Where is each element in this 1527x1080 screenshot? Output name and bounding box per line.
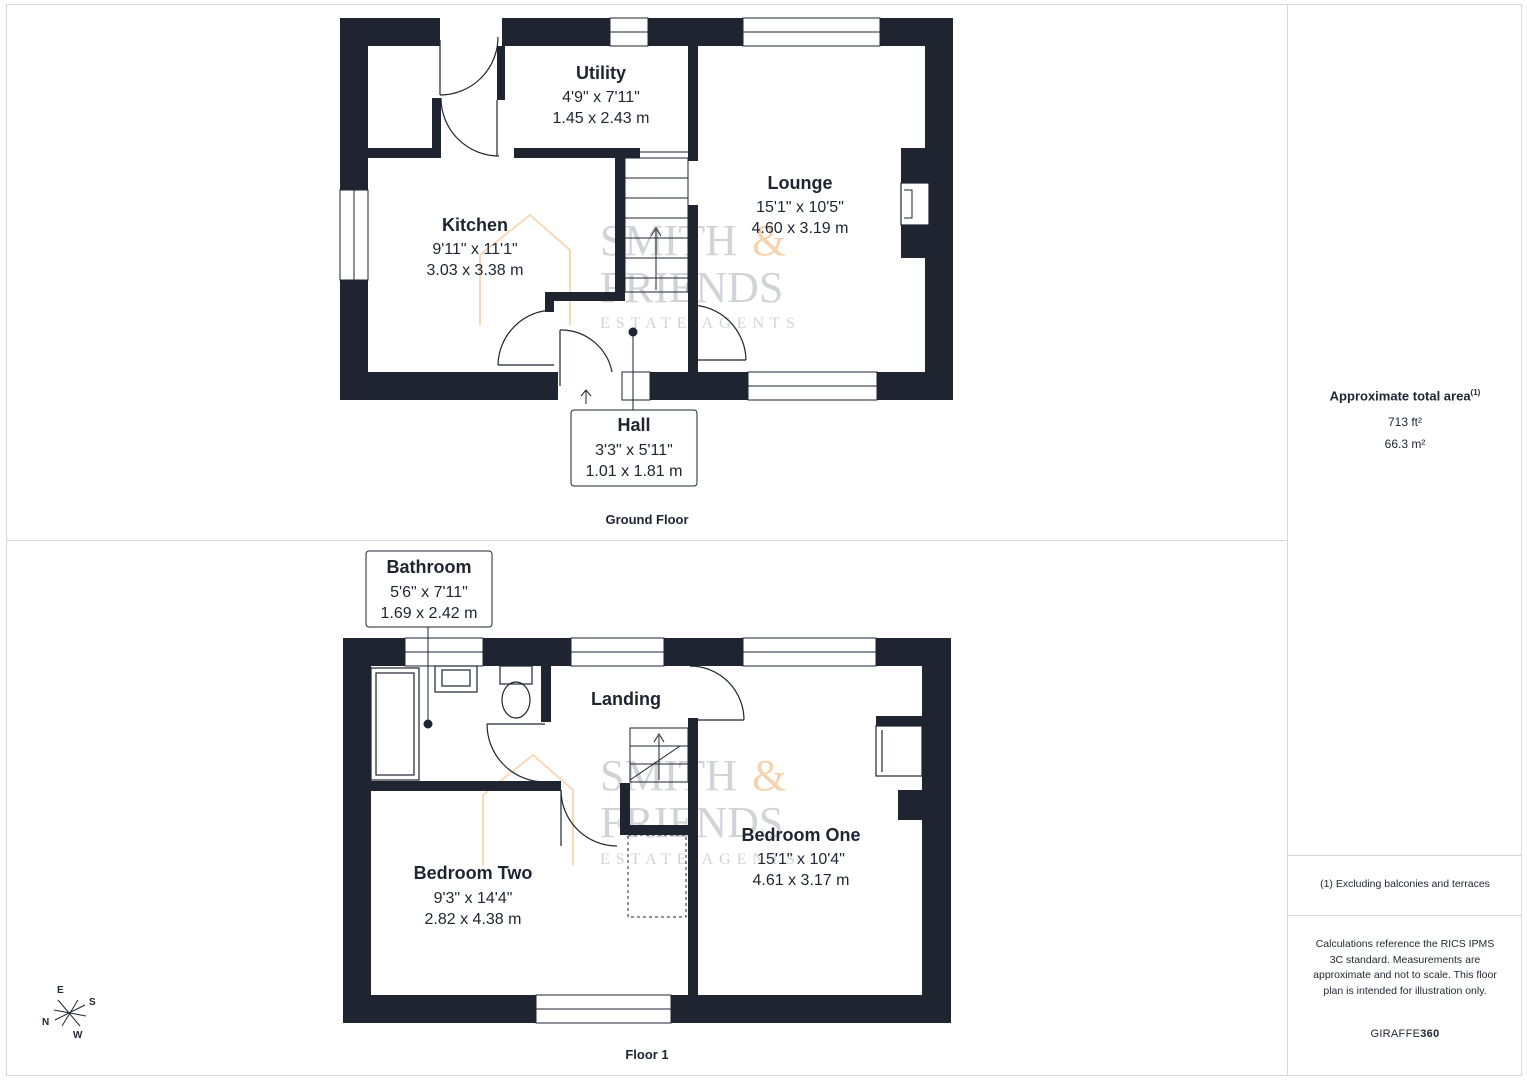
bathroom-metric: 1.69 x 2.42 m (381, 605, 478, 622)
first-doors (486, 665, 745, 847)
area-title: Approximate total area(1) (1290, 388, 1520, 403)
compass-icon: E S N W (42, 985, 96, 1041)
utility-name: Utility (576, 63, 626, 83)
sidebar-divider (1287, 4, 1288, 1076)
floor-divider (6, 540, 1287, 541)
hall-metric: 1.01 x 1.81 m (586, 463, 683, 480)
area-footnote-marker: (1) (1470, 388, 1481, 397)
ground-stairs (624, 157, 689, 293)
bathroom-name: Bathroom (387, 557, 472, 577)
compass-e: E (57, 985, 64, 996)
bathroom-fixtures (370, 665, 923, 781)
hall-label-box (570, 409, 698, 487)
ground-doors (439, 36, 747, 386)
bedroom-one-name: Bedroom One (741, 825, 860, 845)
brand-logo: GIRAFFE360 (1290, 1028, 1520, 1040)
area-ft: 713 ft² (1387, 415, 1423, 429)
hall-name: Hall (617, 415, 650, 435)
first-walls (343, 638, 951, 1023)
landing-name: Landing (591, 689, 661, 709)
area-m: 66.3 m² (1384, 437, 1426, 451)
brand-light: GIRAFFE (1370, 1028, 1421, 1040)
bedroom-two-imperial: 9'3" x 14'4" (434, 890, 513, 907)
lounge-imperial: 15'1" x 10'5" (756, 199, 844, 216)
hall-imperial: 3'3" x 5'11" (595, 442, 673, 459)
lounge-metric: 4.60 x 3.19 m (752, 220, 849, 237)
ground-walls (340, 18, 953, 400)
floor-plan-drawing: SMITH & FRIENDS ESTATE AGENTS (42, 17, 953, 1062)
kitchen-metric: 3.03 x 3.38 m (427, 262, 524, 279)
bedroom-one-imperial: 15'1" x 10'4" (757, 851, 845, 868)
area-title-text: Approximate total area (1329, 388, 1471, 404)
sidebar-rule-2 (1288, 915, 1522, 916)
watermark-amp-f1: & (752, 751, 786, 800)
bathroom-label-box (365, 550, 493, 628)
kitchen-name: Kitchen (442, 215, 508, 235)
first-floor-plan: SMITH & FRIENDS ESTATE AGENTS (343, 550, 951, 1062)
sidebar-rule-1 (1288, 855, 1522, 856)
utility-imperial: 4'9" x 7'11" (562, 89, 640, 106)
compass-w: W (73, 1030, 83, 1041)
footnote: (1) Excluding balconies and terraces (1320, 878, 1490, 890)
first-floor-label: Floor 1 (625, 1047, 668, 1062)
watermark-first: SMITH & FRIENDS ESTATE AGENTS (482, 751, 795, 868)
lounge-name: Lounge (768, 173, 833, 193)
brand-bold: 360 (1420, 1028, 1440, 1040)
utility-metric: 1.45 x 2.43 m (553, 110, 650, 127)
bedroom-one-metric: 4.61 x 3.17 m (753, 872, 850, 889)
bedroom-two-metric: 2.82 x 4.38 m (425, 911, 522, 928)
bathroom-imperial: 5'6" x 7'11" (390, 584, 468, 601)
compass-s: S (89, 997, 96, 1008)
compass-n: N (42, 1017, 49, 1028)
first-stairs (627, 727, 689, 918)
kitchen-imperial: 9'11" x 11'1" (432, 241, 517, 258)
bedroom-two-name: Bedroom Two (414, 863, 533, 883)
watermark-amp: & (752, 216, 786, 265)
ground-floor-label: Ground Floor (605, 512, 688, 527)
disclaimer: Calculations reference the RICS IPMS 3C … (1313, 938, 1497, 997)
ground-floor-plan: SMITH & FRIENDS ESTATE AGENTS (339, 17, 953, 527)
